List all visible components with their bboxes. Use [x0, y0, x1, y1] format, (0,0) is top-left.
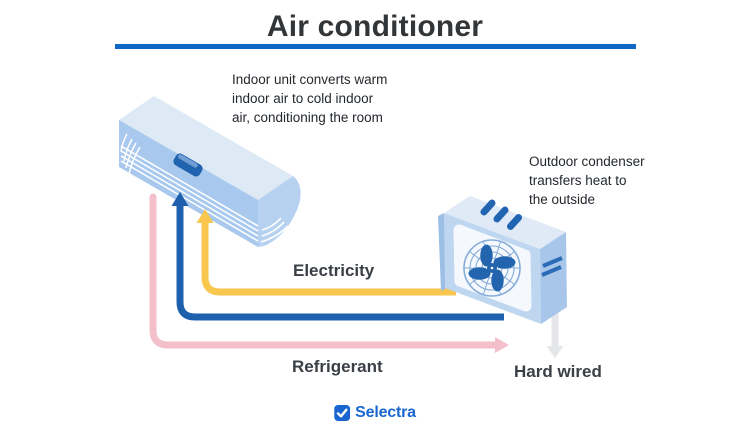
refrigerant-in-arrow [171, 192, 504, 321]
indoor-unit-annotation: Indoor unit converts warm indoor air to … [232, 72, 388, 125]
title-underline [115, 44, 636, 49]
refrigerant-label: Refrigerant [292, 357, 383, 376]
hard-wired-label: Hard wired [514, 362, 602, 381]
brand-logo: Selectra [334, 404, 416, 422]
outdoor-unit-illustration [438, 196, 567, 324]
refrigerant-out-arrow [149, 193, 509, 353]
fan-icon [463, 239, 521, 297]
check-icon [334, 405, 351, 421]
vent-slats [120, 145, 289, 243]
electricity-arrow [196, 209, 456, 296]
brand-name: Selectra [355, 404, 416, 421]
electricity-label: Electricity [293, 261, 375, 280]
side-vents [541, 256, 563, 277]
outdoor-unit-annotation: Outdoor condenser transfers heat to the … [529, 154, 645, 207]
top-vents [480, 199, 523, 230]
left-cap-slats [120, 133, 141, 175]
indoor-unit-control-panel [173, 153, 203, 177]
indoor-unit-illustration [119, 96, 301, 247]
page-title: Air conditioner [266, 10, 484, 43]
